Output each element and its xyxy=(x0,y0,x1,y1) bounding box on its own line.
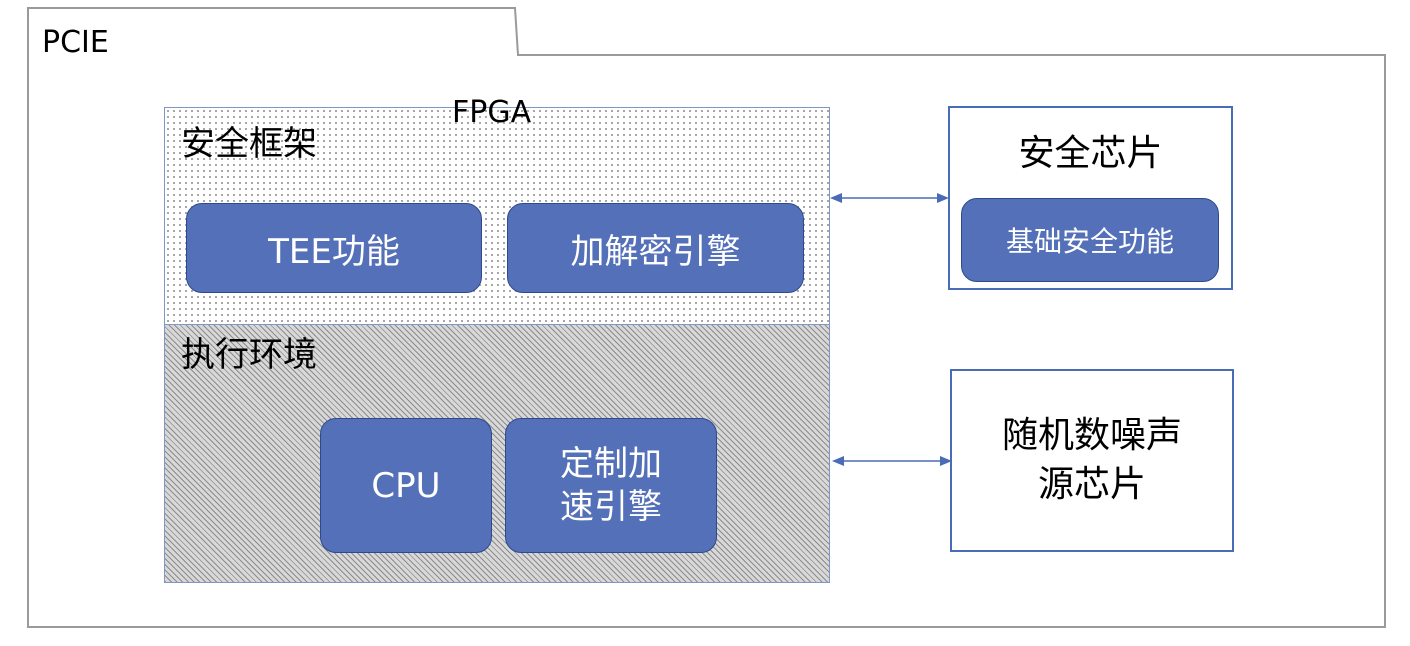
security-chip-label: 安全芯片 xyxy=(1018,133,1163,174)
custom-accel-engine-label: 定制加 速引擎 xyxy=(560,444,662,527)
pcie-label: PCIE xyxy=(42,25,109,60)
tee-module: TEE功能 xyxy=(186,203,482,293)
rng-noise-chip-label: 随机数噪声 源芯片 xyxy=(1001,414,1182,505)
crypto-engine-module: 加解密引擎 xyxy=(507,203,804,293)
arrow-fpga-rng-chip xyxy=(832,456,952,466)
crypto-engine-label: 加解密引擎 xyxy=(570,231,741,272)
arrow-fpga-security-chip xyxy=(830,193,949,203)
execution-env-region xyxy=(164,324,830,583)
security-framework-label: 安全框架 xyxy=(181,124,317,164)
execution-env-label: 执行环境 xyxy=(181,335,317,375)
fpga-label: FPGA xyxy=(452,95,532,130)
basic-security-function-label: 基础安全功能 xyxy=(1005,225,1174,258)
cpu-module-label: CPU xyxy=(371,465,441,506)
custom-accel-engine-module: 定制加 速引擎 xyxy=(505,418,717,553)
rng-noise-chip-box: 随机数噪声 源芯片 xyxy=(950,369,1234,552)
cpu-module: CPU xyxy=(320,418,492,553)
basic-security-function-module: 基础安全功能 xyxy=(961,198,1219,282)
tee-module-label: TEE功能 xyxy=(268,231,400,272)
